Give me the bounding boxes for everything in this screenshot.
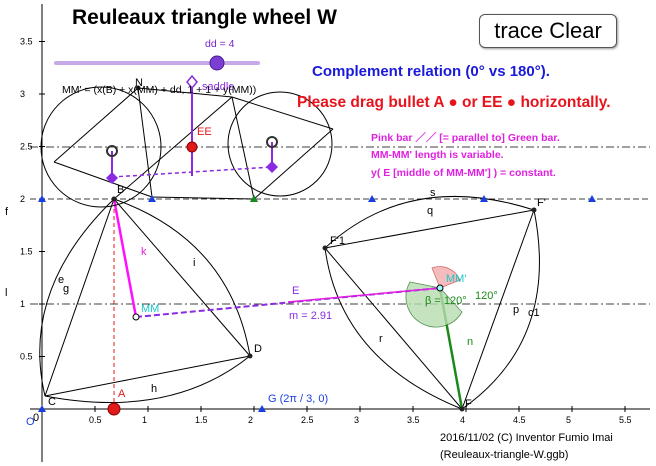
point-F1p (322, 245, 328, 251)
page-title: Reuleaux triangle wheel W (72, 6, 337, 29)
y-tick-label: 1.5 (20, 247, 33, 257)
label-n: n (467, 336, 473, 348)
label-G: G (2π / 3, 0) (268, 393, 328, 405)
label-i: i (193, 257, 195, 269)
x-tick-label: 0.5 (89, 415, 102, 425)
upper-dash (111, 166, 273, 178)
label-beta: β = 120° (425, 295, 467, 307)
mm-length-note: MM-MM' length is variable. (371, 149, 504, 161)
label-N: N (135, 77, 143, 89)
pink-bar (112, 198, 138, 318)
label-k: k (141, 246, 147, 258)
label-p: p (513, 304, 519, 316)
label-origin: O (26, 416, 35, 428)
pink-bar-note: Pink bar ／／ [= parallel to] Green bar. (371, 132, 560, 144)
label-q: q (427, 205, 433, 217)
blue-triangle-marker (368, 195, 376, 202)
point-MM (132, 313, 140, 321)
mm-line-solid (287, 287, 441, 303)
y-tick-label: 1 (20, 299, 25, 309)
slider-knob[interactable] (209, 55, 225, 71)
x-tick-label: 2.5 (301, 415, 314, 425)
complement-note: Complement relation (0° vs 180°). (312, 63, 550, 80)
ring-left (106, 145, 118, 157)
label-C: C (48, 396, 56, 408)
point-N (135, 85, 141, 91)
diamond-right (266, 161, 278, 173)
x-tick-label: 4 (460, 415, 465, 425)
label-c1: c1 (528, 307, 540, 319)
label-zero: 0 (33, 412, 39, 424)
green-marker (250, 195, 258, 202)
label-f: f (5, 206, 9, 218)
angle-sector-red (431, 266, 461, 289)
label-e: e (58, 274, 64, 286)
diamond-saddle (186, 74, 198, 90)
formula-text: MM' = (x(B) + x(MM) + dd, 1 + 1 + y(MM)) (62, 84, 257, 96)
point-D (247, 353, 253, 359)
trace-clear-button[interactable]: trace Clear (479, 14, 617, 48)
x-tick-label: 1 (142, 415, 147, 425)
y-tick-label: 0.5 (20, 352, 33, 362)
label-B: B (117, 184, 124, 196)
point-Fp (531, 207, 537, 213)
blue-triangle-marker (38, 195, 46, 202)
y-constant-note: y( E [middle of MM-MM'] ) = constant. (371, 167, 556, 179)
blue-triangle-marker (258, 405, 266, 412)
slider-label: dd = 4 (205, 38, 235, 50)
label-saddle: saddle (202, 81, 234, 93)
blue-triangle-marker (480, 195, 488, 202)
point-MMp (436, 284, 444, 292)
y-tick-label: 2 (20, 194, 25, 204)
label-MMp: MM' (446, 273, 466, 285)
label-l: l (5, 287, 7, 299)
x-tick-label: 3 (354, 415, 359, 425)
label-m: m = 2.91 (289, 310, 332, 322)
x-tick-label: 4.5 (513, 415, 526, 425)
label-g: g (63, 283, 69, 295)
label-h: h (151, 383, 157, 395)
x-axis-ticks: 0.5 1 1.5 2 2.5 3 3.5 4 4.5 5 5.5 (89, 406, 632, 425)
ring-right (266, 136, 278, 148)
reuleaux-main (39, 198, 251, 404)
diamond-left (106, 172, 118, 184)
label-s: s (430, 187, 436, 199)
label-MM: MM (141, 303, 159, 315)
y-tick-label: 3.5 (20, 37, 33, 47)
blue-triangle-marker (148, 195, 156, 202)
label-r: r (379, 333, 383, 345)
label-D: D (254, 343, 262, 355)
file-name-text: (Reuleaux-triangle-W.ggb) (440, 449, 569, 461)
blue-triangle-marker (588, 195, 596, 202)
x-tick-label: 3.5 (407, 415, 420, 425)
x-tick-label: 1.5 (195, 415, 208, 425)
point-EE[interactable] (186, 141, 198, 153)
y-tick-label: 3 (20, 89, 25, 99)
label-F: F (465, 398, 472, 410)
label-EE: EE (197, 126, 212, 138)
blue-triangle-marker (38, 405, 46, 412)
x-tick-label: 2 (248, 415, 253, 425)
point-B (111, 196, 117, 202)
label-Fp: F' (537, 197, 546, 209)
x-tick-label: 5.5 (619, 415, 632, 425)
label-A: A (118, 388, 126, 400)
upper-figure (40, 86, 334, 208)
reuleaux-right (324, 196, 540, 410)
copyright-text: 2016/11/02 (C) Inventor Fumio Imai (440, 432, 613, 444)
point-F (459, 406, 465, 412)
x-tick-label: 5 (566, 415, 571, 425)
y-tick-label: 2.5 (20, 142, 33, 152)
label-angle: 120° (475, 290, 498, 302)
drag-instruction: Please drag bullet A ● or EE ● horizonta… (297, 94, 611, 111)
label-E: E (292, 285, 299, 297)
label-F1p: F'1 (330, 235, 345, 247)
point-A[interactable] (107, 402, 121, 416)
